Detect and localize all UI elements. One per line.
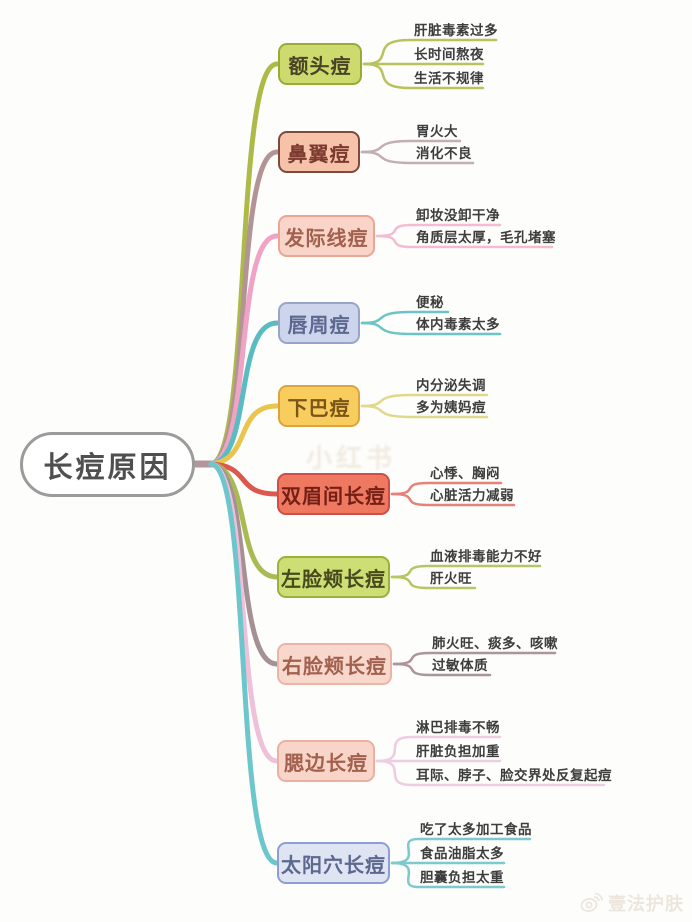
leaf-line: [390, 575, 477, 590]
branch-line-nosewing: [208, 149, 280, 467]
leaf-label: 淋巴排毒不畅: [416, 720, 500, 736]
leaf-line: [392, 662, 492, 677]
leaf-line: [360, 321, 502, 336]
center-watermark: 小红书: [306, 444, 397, 474]
leaf-line: [375, 759, 606, 787]
leaf-label: 食品油脂太多: [420, 846, 504, 862]
leaf-line: [362, 62, 485, 90]
leaf-label: 胆囊负担太重: [420, 870, 504, 886]
leaf-label: 肝脏毒素过多: [414, 23, 498, 39]
branch-line-forehead: [208, 61, 280, 467]
leaf-label: 内分泌失调: [416, 378, 486, 394]
leaf-label: 卸妆没卸干净: [416, 208, 500, 224]
leaf-label: 角质层太厚，毛孔堵塞: [416, 230, 556, 246]
branch-node-jaw: 腮边长痘: [277, 740, 375, 782]
branch-node-nosewing: 鼻翼痘: [278, 131, 360, 173]
branch-line-lips: [208, 320, 280, 467]
branch-node-rightcheek: 右脸颊长痘: [277, 643, 392, 685]
leaf-label: 心悸、胸闷: [430, 466, 500, 482]
weibo-logo-icon: [580, 892, 603, 912]
leaf-label: 血液排毒能力不好: [430, 549, 542, 565]
leaf-line: [390, 492, 516, 507]
leaf-label: 心脏活力减弱: [430, 488, 514, 504]
leaf-label: 吃了太多加工食品: [420, 822, 532, 838]
bottom-watermark: 壹法护肤: [579, 890, 684, 916]
leaf-label: 过敏体质: [432, 658, 488, 674]
branch-node-brows: 双眉间长痘: [277, 473, 390, 515]
leaf-line: [390, 861, 506, 889]
leaf-label: 肝脏负担加重: [416, 744, 500, 760]
branch-line-hairline: [208, 233, 280, 467]
leaf-label: 消化不良: [416, 146, 472, 162]
branch-line-jaw: [208, 461, 280, 764]
leaf-line: [360, 150, 475, 165]
leaf-label: 体内毒素太多: [416, 317, 500, 333]
leaf-label: 肺火旺、痰多、咳嗽: [432, 636, 558, 652]
branch-node-leftcheek: 左脸颊长痘: [277, 556, 390, 598]
leaf-line: [375, 234, 554, 249]
leaf-label: 胃火大: [416, 124, 458, 140]
branch-line-chin: [208, 403, 280, 467]
leaf-label: 多为姨妈痘: [416, 400, 486, 416]
branch-node-hairline: 发际线痘: [278, 215, 375, 257]
leaf-label: 长时间熬夜: [414, 47, 484, 63]
leaf-label: 生活不规律: [414, 71, 484, 87]
leaf-label: 便秘: [416, 295, 444, 311]
branch-node-chin: 下巴痘: [278, 385, 360, 427]
leaf-label: 耳际、脖子、脸交界处反复起痘: [416, 768, 612, 784]
branch-node-temple: 太阳穴长痘: [277, 842, 390, 884]
root-node-acne-causes: 长痘原因: [20, 432, 195, 497]
branch-node-lips: 唇周痘: [278, 302, 360, 344]
leaf-label: 肝火旺: [430, 571, 472, 587]
bottom-watermark-text: 壹法护肤: [608, 894, 684, 915]
leaf-line: [360, 404, 489, 419]
branch-line-temple: [208, 461, 280, 866]
branch-node-forehead: 额头痘: [278, 43, 362, 85]
